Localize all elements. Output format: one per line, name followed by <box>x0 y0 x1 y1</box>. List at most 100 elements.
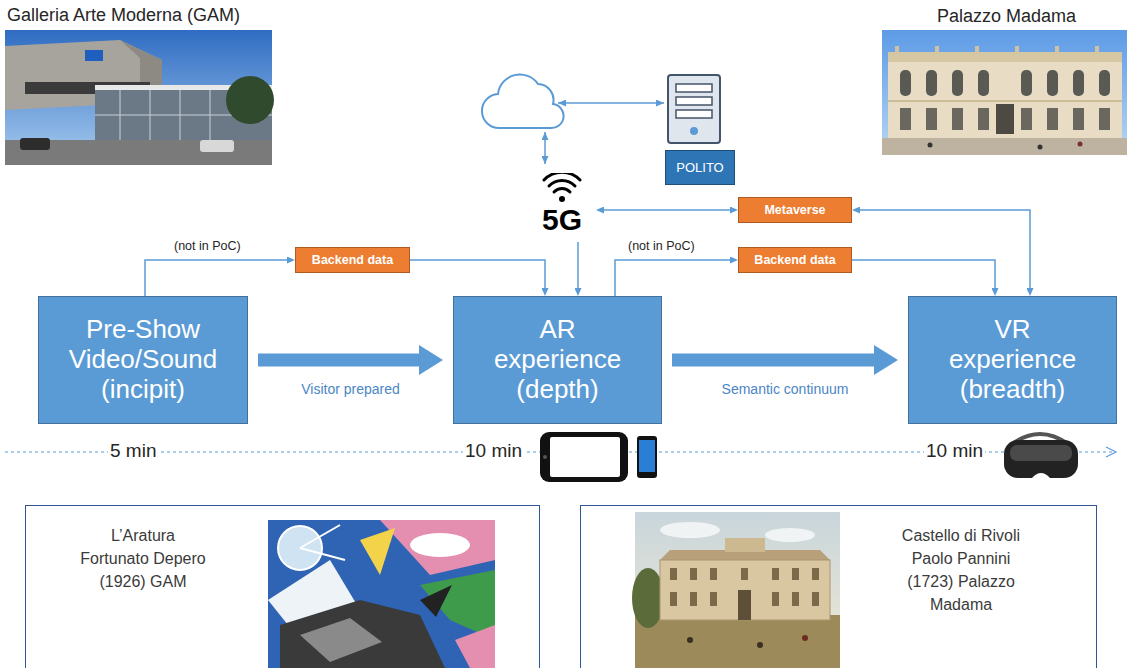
palazzo-madama-photo <box>882 30 1127 155</box>
node-text: Backend data <box>312 253 393 267</box>
palazzo-madama-photo <box>1095 46 1099 53</box>
depero-painting <box>420 570 495 640</box>
node-text: L’Aratura Fortunato Depero (1926) GAM <box>78 524 208 593</box>
server-icon <box>676 97 712 105</box>
palazzo-madama-photo <box>895 46 899 53</box>
palazzo-madama-photo <box>888 100 1122 102</box>
pannini-painting <box>710 592 717 606</box>
gam-photo <box>200 140 234 152</box>
pannini-painting <box>812 568 819 580</box>
palazzo-madama-photo <box>975 46 979 53</box>
node-text: Backend data <box>754 253 835 267</box>
network-link <box>558 102 664 104</box>
pannini-painting <box>802 635 808 641</box>
service-box: Metaverse <box>738 197 852 223</box>
palazzo-madama-photo <box>882 138 1127 155</box>
network-link <box>544 132 546 164</box>
vr-headset-icon <box>1004 440 1078 478</box>
gam-photo <box>180 90 181 142</box>
depero-painting <box>420 585 452 617</box>
pannini-painting <box>812 592 819 606</box>
pannini-painting <box>741 568 748 580</box>
gam-photo <box>5 140 272 165</box>
caption-label: Palazzo Madama <box>935 6 1078 27</box>
pannini-painting <box>632 568 664 628</box>
server-icon <box>690 127 698 135</box>
smartphone-icon <box>637 436 657 478</box>
palazzo-madama-photo <box>888 52 1122 140</box>
caption-label: 10 min <box>924 440 985 462</box>
node-text: POLITO <box>676 160 723 175</box>
flow-arrow <box>258 354 419 367</box>
node-text: AR experience (depth) <box>478 315 638 405</box>
pannini-painting <box>690 592 697 606</box>
server-icon <box>668 75 720 143</box>
gam-photo <box>5 30 272 165</box>
palazzo-madama-photo <box>1099 108 1110 130</box>
gam-photo <box>120 40 162 102</box>
palazzo-madama-photo <box>926 108 937 130</box>
data-box: Backend data <box>738 247 852 273</box>
palazzo-madama-photo <box>1099 70 1110 96</box>
caption-label: Galleria Arte Moderna (GAM) <box>5 5 242 26</box>
node-text: Metaverse <box>764 203 825 217</box>
pannini-painting <box>632 512 840 668</box>
palazzo-madama-photo <box>935 46 939 53</box>
caption-label: 5 min <box>108 440 158 462</box>
server-icon <box>668 75 720 143</box>
palazzo-madama-photo <box>928 143 933 148</box>
pannini-painting <box>635 512 840 668</box>
pannini-painting <box>772 592 779 606</box>
network-node: 5G <box>528 166 596 242</box>
gam-photo <box>95 115 272 116</box>
pannini-painting <box>765 528 815 542</box>
node-text: 5G <box>542 203 582 236</box>
pannini-painting <box>670 568 677 580</box>
pannini-painting <box>670 592 677 606</box>
pannini-painting <box>660 560 830 620</box>
palazzo-madama-photo <box>882 30 1127 155</box>
gam-photo <box>210 90 211 142</box>
pannini-painting <box>725 538 765 552</box>
cloud-icon <box>482 74 564 128</box>
link-arrow <box>615 260 730 296</box>
palazzo-madama-photo <box>952 108 963 130</box>
gam-photo <box>95 90 272 142</box>
artwork-panel: Castello di Rivoli Paolo Pannini (1723) … <box>580 505 1097 668</box>
palazzo-madama-photo <box>1021 108 1032 130</box>
pannini-painting <box>660 550 830 560</box>
palazzo-madama-photo <box>978 108 989 130</box>
palazzo-madama-photo <box>1073 70 1084 96</box>
pannini-painting <box>792 592 799 606</box>
node-text: VR experience (breadth) <box>933 315 1093 405</box>
depero-painting <box>300 525 340 548</box>
server-icon <box>676 84 712 92</box>
palazzo-madama-photo <box>926 70 937 96</box>
edge-label: Visitor prepared <box>299 381 402 397</box>
wifi-icon <box>540 173 584 203</box>
palazzo-madama-photo <box>952 70 963 96</box>
stage-box: Pre-Show Video/Sound (incipit) <box>38 296 248 424</box>
palazzo-madama-photo <box>1047 70 1058 96</box>
smartphone-icon <box>550 437 620 477</box>
depero-painting <box>280 600 445 668</box>
smartphone-icon <box>639 440 655 472</box>
gam-photo <box>20 138 50 150</box>
wifi-icon <box>559 196 565 202</box>
depero-painting <box>268 560 360 640</box>
gam-photo <box>95 85 272 90</box>
pannini-painting <box>710 568 717 580</box>
cloud-icon <box>482 74 564 128</box>
pannini-painting <box>660 522 720 538</box>
pannini-painting <box>687 637 693 643</box>
palazzo-madama-photo <box>888 52 1122 62</box>
depero-painting <box>455 625 495 668</box>
vr-headset-icon <box>1032 473 1050 478</box>
link-arrow <box>604 209 730 211</box>
vr-headset-icon <box>1012 434 1068 444</box>
smartphone-icon <box>540 432 657 482</box>
link-arrow <box>860 210 1030 288</box>
palazzo-madama-photo <box>1078 142 1083 147</box>
gam-photo <box>5 30 274 165</box>
wifi-icon <box>554 188 570 191</box>
